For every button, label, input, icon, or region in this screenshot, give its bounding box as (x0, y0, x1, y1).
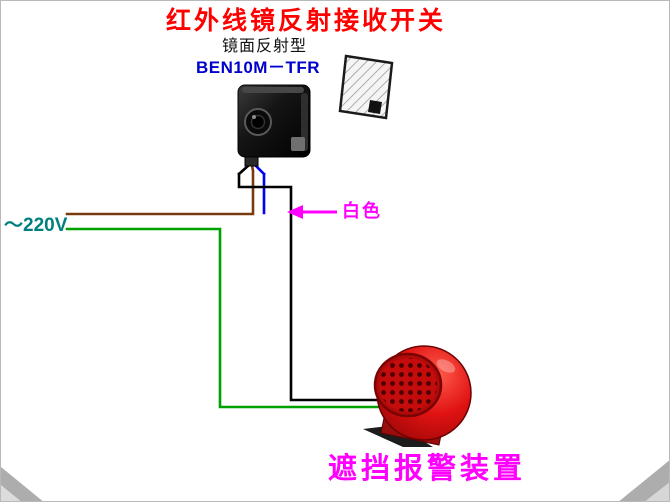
photoelectric-sensor-illustration (237, 84, 311, 167)
siren-grille (379, 358, 437, 412)
wire-blue-white (253, 163, 266, 215)
wire-brown-supply (65, 163, 255, 216)
wire-black-output (237, 163, 392, 402)
white-wire-label: 白色 (342, 201, 382, 221)
alarm-siren-illustration (363, 345, 472, 447)
reflector-corner-mark (368, 100, 382, 114)
sensor-cable-gland (244, 156, 259, 167)
alarm-device-label: 遮挡报警装置 (328, 453, 527, 485)
diagram-title: 红外线镜反射接收开关 (165, 7, 446, 35)
white-wire-arrow-icon (287, 205, 337, 219)
reflector-panel-illustration (338, 54, 394, 120)
voltage-label: ～220V (4, 215, 68, 236)
sensor-label-plate (291, 137, 305, 151)
corner-decoration-bottom-right (619, 460, 669, 501)
corner-decoration-bottom-left (1, 467, 43, 501)
wire-green-supply (65, 227, 385, 409)
sensor-type-label: 镜面反射型 (222, 38, 308, 55)
sensor-model-label: BEN10M－TFR (196, 58, 321, 77)
